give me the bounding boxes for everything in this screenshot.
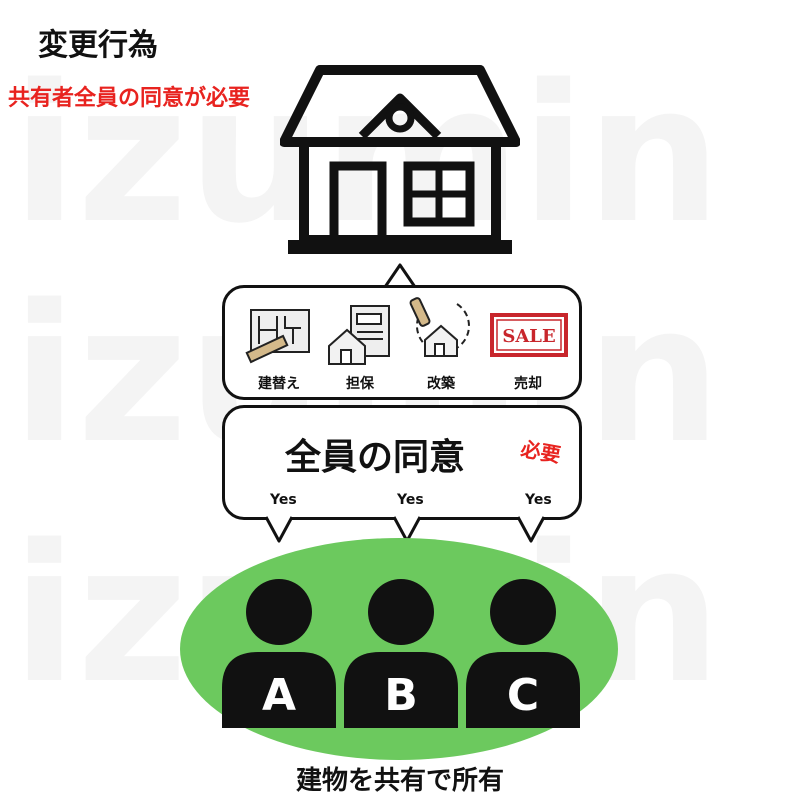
caption: 建物を共有で所有	[295, 766, 504, 796]
consent-bubble: 全員の同意 必要 Yes Yes Yes	[222, 405, 582, 520]
house-renovation-icon	[409, 297, 470, 357]
pointer-to-house	[383, 263, 417, 288]
action-label-rebuild: 建替え	[258, 376, 300, 392]
house-document-icon	[328, 305, 390, 365]
page-subtitle: 共有者全員の同意が必要	[8, 86, 251, 111]
yes-label-c: Yes	[525, 492, 552, 508]
person-icon	[344, 579, 458, 728]
person-icon	[466, 579, 580, 728]
blueprint-ruler-icon	[245, 309, 310, 364]
owner-letter-a: A	[261, 670, 297, 721]
action-label-collateral: 担保	[346, 376, 374, 392]
action-label-sale: 売却	[514, 376, 542, 392]
consent-main-text: 全員の同意	[285, 437, 466, 478]
watermark-line-1: izumin	[12, 44, 722, 265]
owner-c: C	[458, 578, 588, 728]
pointer-to-owner-c	[516, 516, 546, 543]
owner-letter-c: C	[506, 670, 540, 721]
owner-a: A	[214, 578, 344, 728]
page-title: 変更行為	[38, 28, 158, 63]
yes-label-a: Yes	[270, 492, 297, 508]
action-label-renovation: 改築	[427, 376, 455, 392]
yes-label-b: Yes	[397, 492, 424, 508]
owner-letter-b: B	[384, 670, 418, 721]
owner-b: B	[336, 578, 466, 728]
sale-stamp-icon: SALE	[490, 313, 568, 357]
pointer-to-owner-a	[264, 516, 294, 543]
consent-required-badge: 必要	[518, 436, 563, 468]
person-icon	[222, 579, 336, 728]
house-icon	[280, 65, 520, 254]
actions-bubble: SALE 建替え 担保 改築 売却	[222, 285, 582, 400]
sale-stamp-text: SALE	[502, 326, 555, 347]
